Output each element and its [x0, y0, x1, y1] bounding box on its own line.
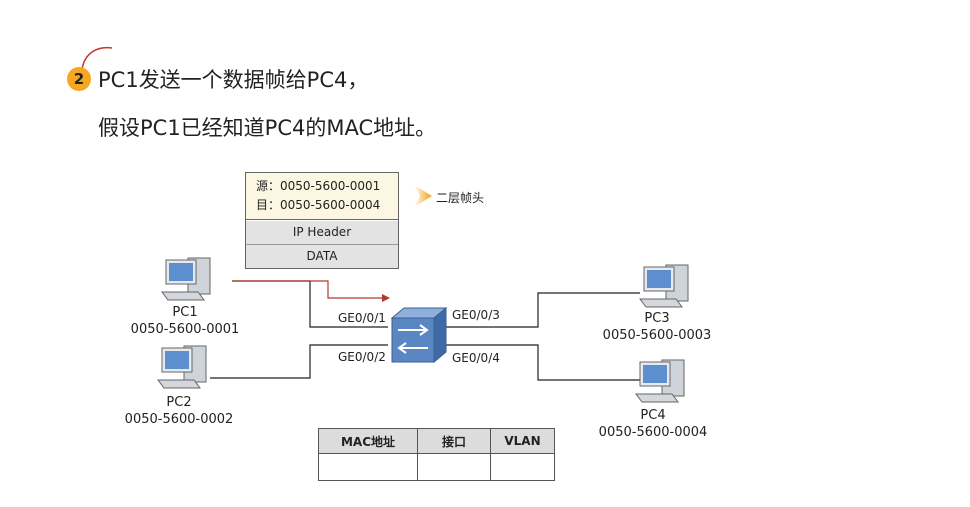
- table-row: [318, 453, 555, 481]
- pc1-mac: 0050-5600-0001: [130, 322, 240, 337]
- frame-dest-mac: 目：0050-5600-0004: [256, 198, 381, 212]
- pc4-mac: 0050-5600-0004: [598, 425, 708, 440]
- step-curve-decoration: [81, 46, 113, 71]
- l2-header-arrow-icon: [414, 185, 432, 207]
- pc3-label: PC3 0050-5600-0003: [602, 310, 712, 344]
- port-ge003: GE0/0/3: [452, 308, 500, 322]
- pc1-label: PC1 0050-5600-0001: [130, 304, 240, 338]
- pc2-label: PC2 0050-5600-0002: [124, 394, 234, 428]
- mac-cell: [318, 453, 418, 481]
- pc3-name: PC3: [644, 311, 670, 326]
- pc2-mac: 0050-5600-0002: [124, 412, 234, 427]
- port-ge004: GE0/0/4: [452, 351, 500, 365]
- vlan-col-header: VLAN: [490, 428, 555, 454]
- switch-icon: [390, 306, 448, 364]
- link-switch-pc4: [445, 344, 640, 381]
- layer2-header: 源：0050-5600-0001 目：0050-5600-0004: [246, 173, 398, 220]
- pc2-name: PC2: [166, 395, 192, 410]
- step-text-line2: 假设PC1已经知道PC4的MAC地址。: [98, 116, 437, 140]
- mac-address-table: MAC地址 接口 VLAN: [318, 428, 555, 481]
- flow-arrowhead: [382, 294, 390, 302]
- pc1-name: PC1: [172, 305, 198, 320]
- port-col-header: 接口: [417, 428, 491, 454]
- data-frame: 源：0050-5600-0001 目：0050-5600-0004 IP Hea…: [245, 172, 399, 269]
- pc4-label: PC4 0050-5600-0004: [598, 407, 708, 441]
- mac-col-header: MAC地址: [318, 428, 418, 454]
- frame-source-mac: 源：0050-5600-0001: [256, 179, 381, 193]
- vlan-cell: [490, 453, 555, 481]
- port-ge002: GE0/0/2: [338, 350, 386, 364]
- data-cell: DATA: [246, 244, 398, 268]
- link-pc2-switch: [210, 344, 388, 379]
- pc4-name: PC4: [640, 408, 666, 423]
- l2-header-label: 二层帧头: [436, 191, 485, 205]
- pc3-mac: 0050-5600-0003: [602, 328, 712, 343]
- pc2-icon: [157, 345, 207, 389]
- pc3-icon: [639, 264, 689, 308]
- step-number-badge: 2: [67, 67, 91, 91]
- port-cell: [417, 453, 491, 481]
- step-text-line1: PC1发送一个数据帧给PC4，: [98, 68, 369, 92]
- pc1-icon: [161, 257, 211, 301]
- link-switch-pc3: [445, 292, 640, 328]
- ip-header-cell: IP Header: [246, 220, 398, 244]
- port-ge001: GE0/0/1: [338, 311, 386, 325]
- mac-table-header-row: MAC地址 接口 VLAN: [318, 428, 555, 454]
- pc4-icon: [635, 359, 685, 403]
- flow-arrow-pc1: [232, 280, 382, 299]
